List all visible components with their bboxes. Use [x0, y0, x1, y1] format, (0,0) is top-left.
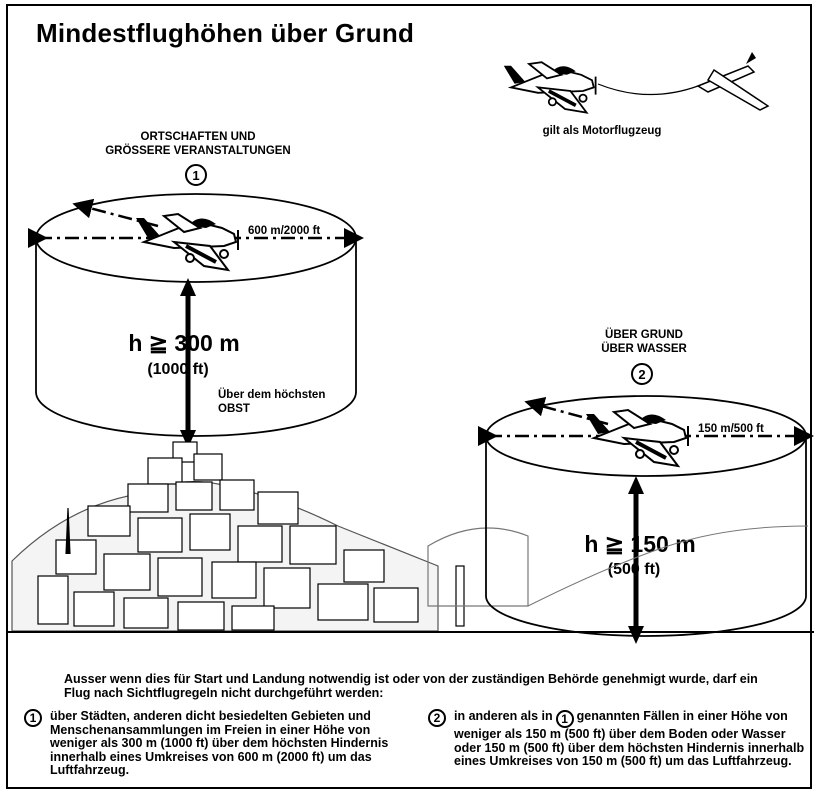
- zone1-label-line2: GRÖSSERE VERANSTALTUNGEN: [105, 144, 291, 157]
- tow-rope: [597, 83, 699, 96]
- towing-plane: [501, 60, 598, 115]
- zone2-number: 2: [638, 367, 645, 382]
- zone2-height-arrow: [628, 476, 644, 644]
- rule-2-number: 2: [428, 709, 446, 727]
- intro-text: Ausser wenn dies für Start und Landung n…: [64, 672, 758, 700]
- rule-2-inline-number: 1: [555, 710, 574, 728]
- zone2-label-line1: ÜBER GRUND: [605, 328, 683, 341]
- zone1-radius-label: 600 m/2000 ft: [248, 225, 320, 237]
- rule-1-number: 1: [24, 709, 42, 727]
- town-illustration: [11, 441, 529, 632]
- zone1-height-ft: (1000 ft): [147, 361, 208, 378]
- zone1-number: 1: [192, 168, 199, 183]
- rule-1: 1 über Städten, anderen dicht besiedelte…: [24, 709, 404, 778]
- hills: [527, 525, 809, 607]
- tow-caption: gilt als Motorflugzeug: [543, 125, 662, 137]
- zone1-height: h ≧ 300 m: [128, 330, 239, 356]
- glider: [696, 52, 770, 111]
- zone1-obst-line2: OBST: [218, 403, 250, 415]
- zone2-label-line2: ÜBER WASSER: [601, 342, 687, 355]
- zone1-height-arrow: [180, 278, 196, 448]
- rule-2-text-post: genannten Fällen in einer Höhe von wenig…: [454, 709, 805, 768]
- rule-1-text: über Städten, anderen dicht besiedelten …: [50, 709, 389, 777]
- zone1-obst-line1: Über dem höchsten: [218, 388, 325, 401]
- illustration: gilt als Motorflugzeug 600 m/2000 ft ORT…: [8, 52, 814, 644]
- zone2-height: h ≧ 150 m: [584, 531, 695, 557]
- zone2-number-circle: [631, 363, 653, 385]
- zone1-number-circle: [185, 164, 207, 186]
- page-title: Mindestflughöhen über Grund: [36, 18, 415, 48]
- zone1-label-line1: ORTSCHAFTEN UND: [141, 131, 256, 143]
- rule-2-text-pre: in anderen als in: [454, 709, 553, 723]
- zone2-height-ft: (500 ft): [608, 561, 660, 578]
- zone2-radius-label: 150 m/500 ft: [698, 423, 764, 435]
- diagram-frame: Mindestflughöhen über Grund: [6, 4, 814, 789]
